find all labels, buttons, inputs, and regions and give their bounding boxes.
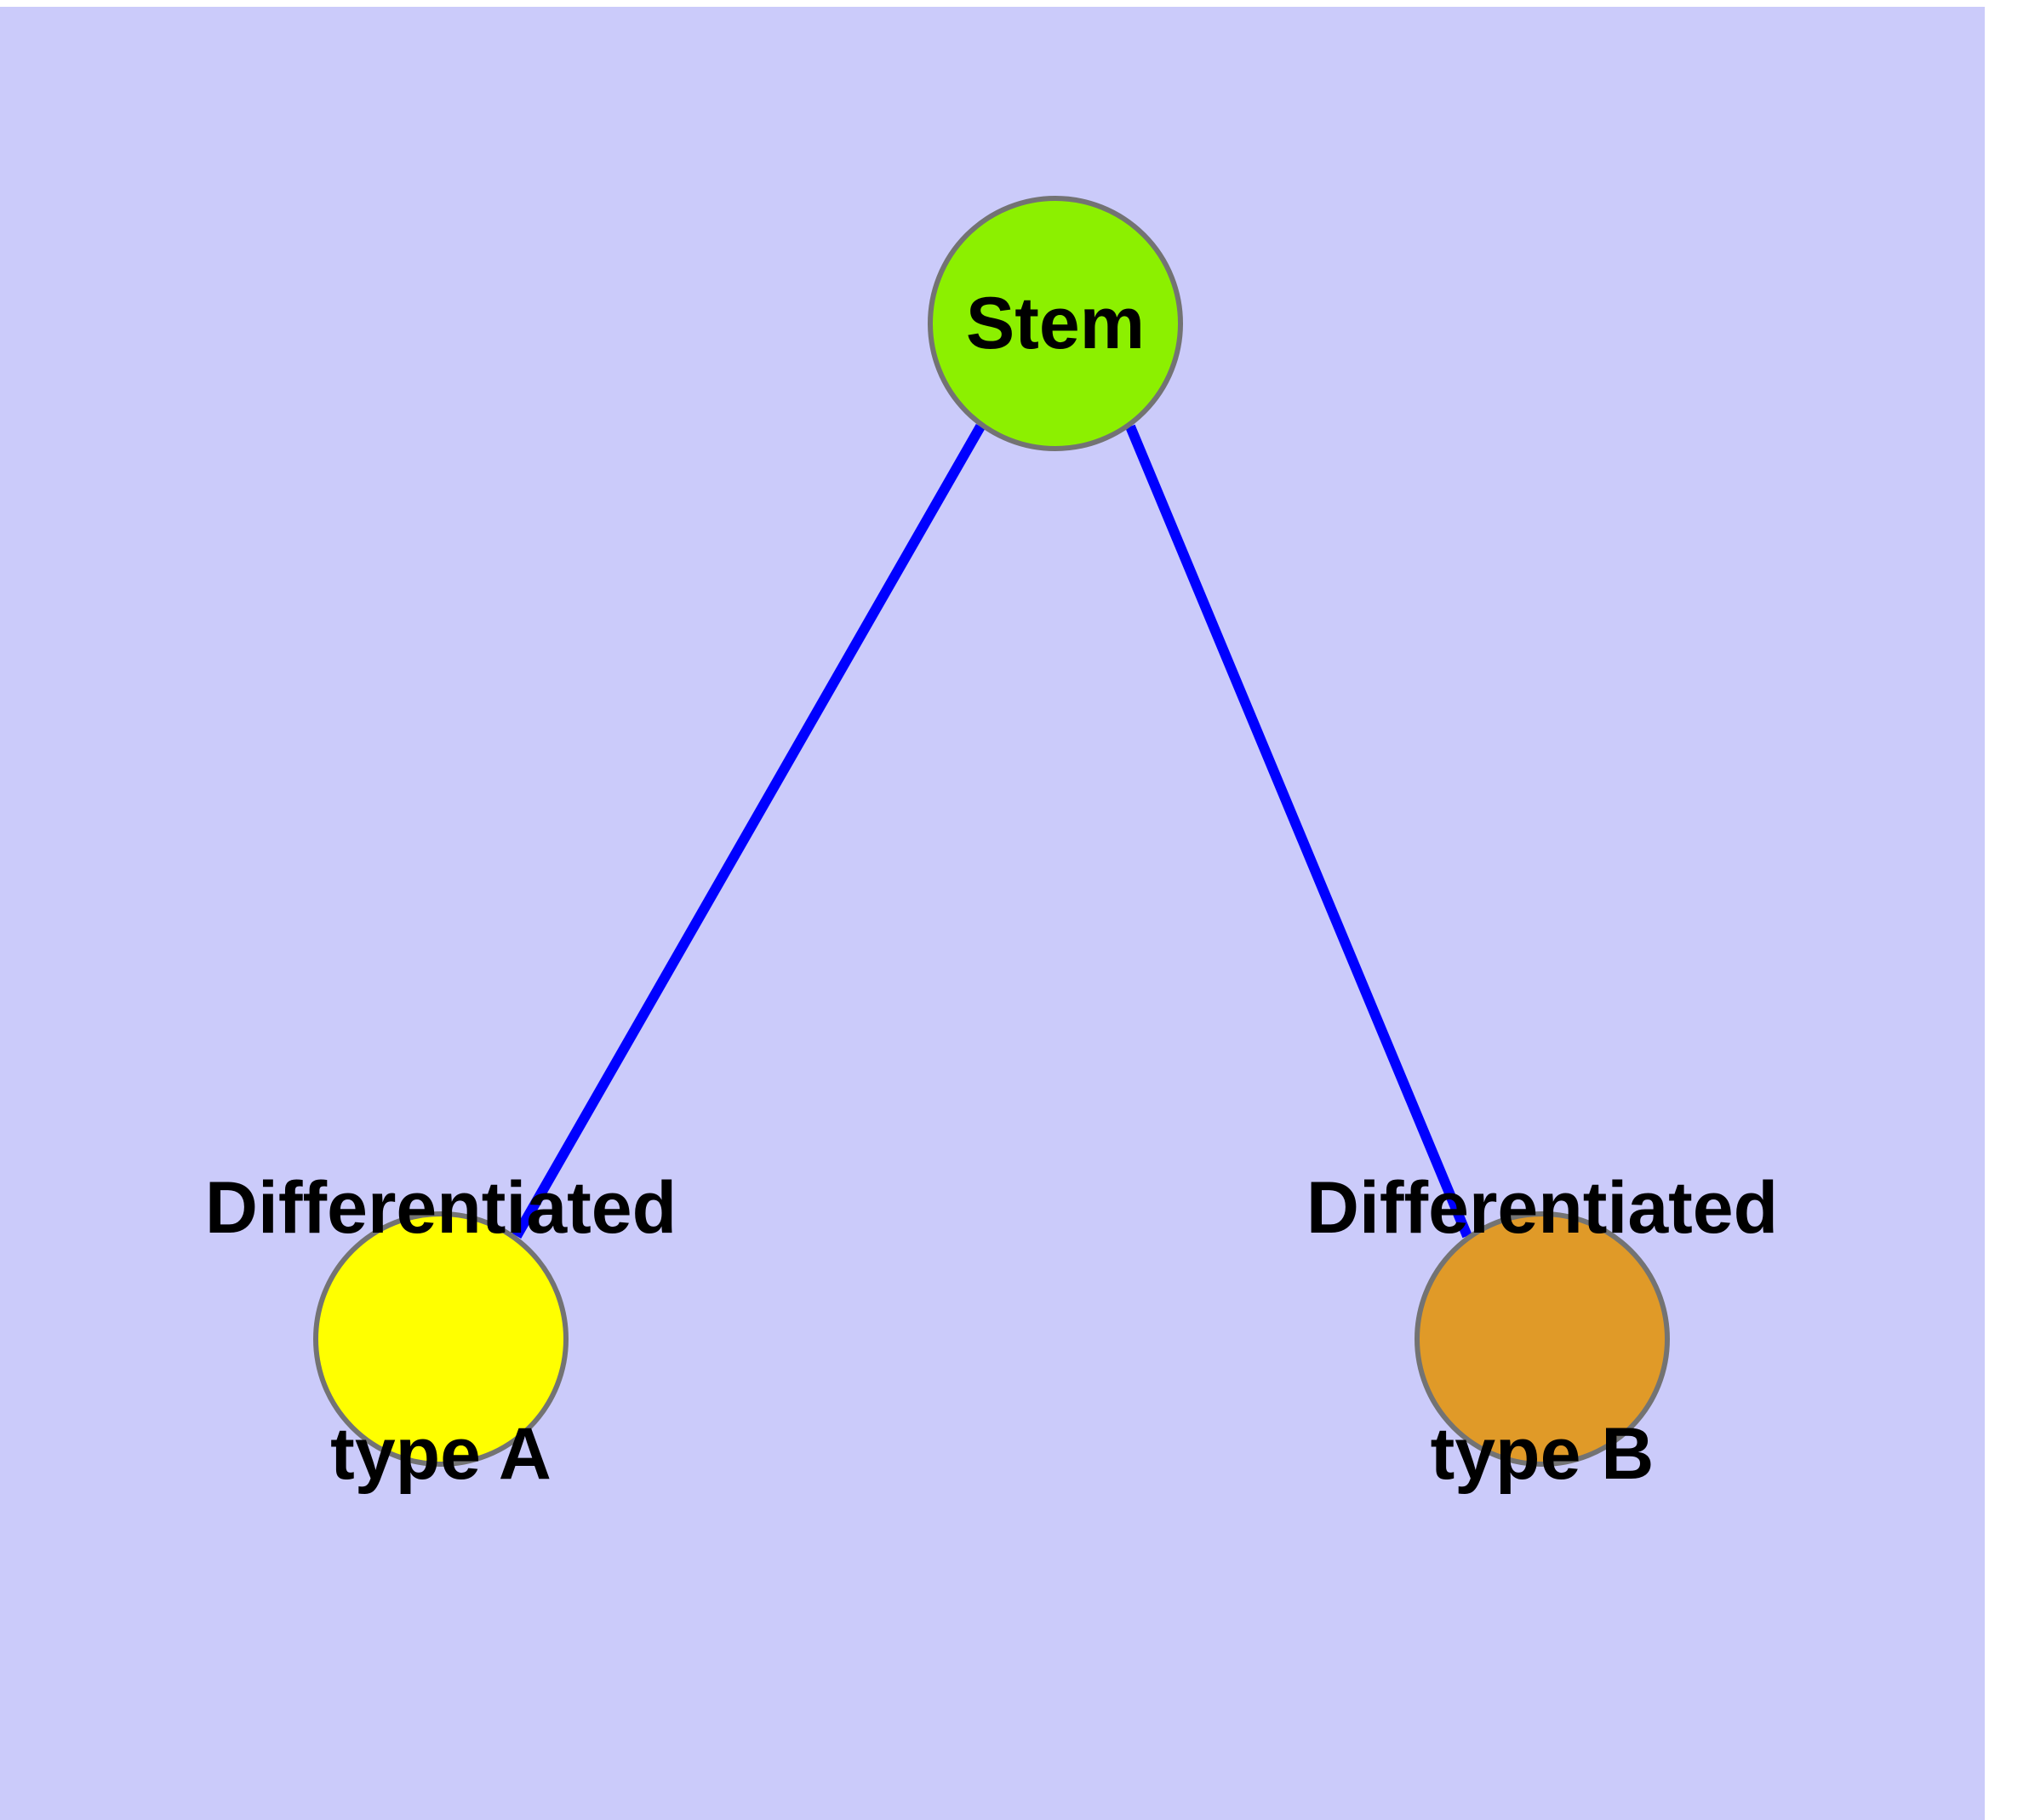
edge-layer bbox=[512, 424, 1472, 1239]
node-differentiated-type-b[interactable] bbox=[1415, 1211, 1670, 1467]
node-layer bbox=[313, 196, 1670, 1467]
edge-stem-to-differentiated-b bbox=[1125, 424, 1472, 1239]
node-differentiated-type-a[interactable] bbox=[313, 1211, 569, 1467]
graph-plot-area: Stem Differentiated type A Differentiate… bbox=[0, 7, 1985, 1820]
node-stem[interactable] bbox=[928, 196, 1183, 451]
graph-svg bbox=[313, 196, 1670, 1467]
edge-stem-to-differentiated-a bbox=[512, 424, 986, 1239]
